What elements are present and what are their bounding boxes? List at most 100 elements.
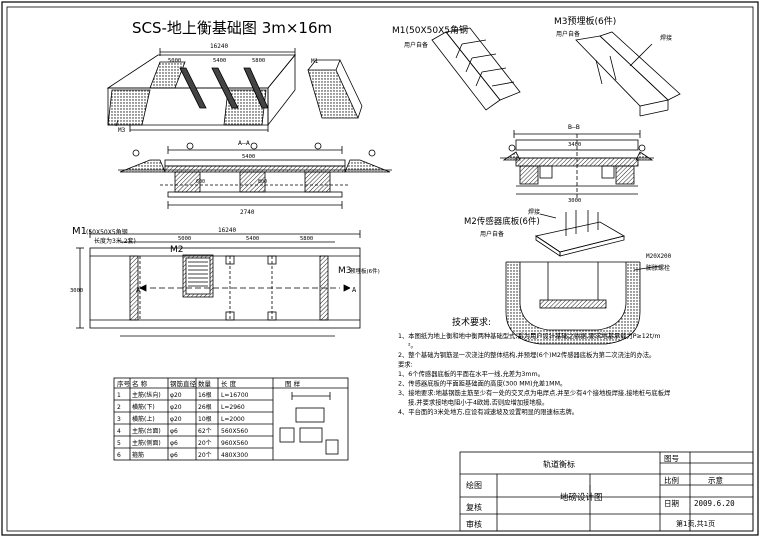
rebar-header-3: 数量 xyxy=(198,379,212,388)
m1-plan-label: M1 xyxy=(72,226,87,237)
rebar-cell-5-3: 20个 xyxy=(198,452,212,459)
dim-5400-iso: 5400 xyxy=(213,58,226,64)
dim-5000-iso: 5000 xyxy=(168,58,181,64)
section-aa-view xyxy=(118,142,392,209)
rebar-cell-0-4: L=16700 xyxy=(221,392,249,399)
rebar-cell-1-2: φ20 xyxy=(170,404,182,411)
title-label-scale: 比例 xyxy=(664,475,679,485)
rebar-cell-2-2: φ20 xyxy=(170,416,182,423)
rebar-cell-3-3: 62个 xyxy=(198,428,212,435)
m3-detail-label: M3预埋板(6件) xyxy=(554,15,616,27)
rebar-header-1: 名 称 xyxy=(132,379,148,388)
rebar-cell-1-3: 26根 xyxy=(198,403,212,411)
dim-3400-bb: 3400 xyxy=(568,142,581,148)
title-project: 轨道衡标 xyxy=(543,459,575,469)
rebar-cell-2-1: 横筋(上) xyxy=(132,415,155,423)
section-aa-label: A—A xyxy=(238,139,250,147)
m1-plan-spec: (50X50X5角钢 xyxy=(86,228,128,236)
inner-frame xyxy=(6,6,754,532)
dim-600-aa: 600 xyxy=(196,179,205,185)
tech-requirements: 1、本图纸为地上衡和地中衡两种基础型式,系为用户设计基础之依据,要求地基承载力P… xyxy=(398,331,671,416)
dim-5000-plan: 5000 xyxy=(178,236,191,242)
rebar-cell-4-3: 20个 xyxy=(198,440,212,447)
tech-line-3: 1、6个传感器底板的平面在水平一线,允差为3mm。 xyxy=(398,369,544,378)
dim-800-aa: 800 xyxy=(258,179,267,185)
dim-3000-plan: 3000 xyxy=(70,288,83,294)
hole-note: M20X200 xyxy=(646,253,672,260)
rebar-header-5: 图 样 xyxy=(285,379,301,388)
tech-line-2: 要求: xyxy=(398,360,413,369)
rebar-cell-5-1: 箍筋 xyxy=(132,451,144,459)
rebar-cell-2-0: 3 xyxy=(117,416,121,423)
m3-plan-label: M3 xyxy=(338,266,352,276)
tech-line-4: 2、传感器底板的平面距基础面的高度(300 MM)允差1MM。 xyxy=(398,379,566,388)
dim-overall-aa: 2740 xyxy=(240,209,255,216)
title-label-date: 日期 xyxy=(664,499,679,508)
m1-plan-note: 长度为3米,2套) xyxy=(94,237,136,245)
rebar-cell-2-4: L=2000 xyxy=(221,416,245,423)
dim-5800-iso: 5800 xyxy=(252,58,265,64)
anchor-section-view xyxy=(505,261,661,345)
m2-detail-note: 用户自备 xyxy=(480,230,504,238)
m3-plan-spec: 预埋板(6件) xyxy=(350,267,380,275)
title-date-value: 2009.6.20 xyxy=(694,499,735,508)
rebar-cell-0-2: φ20 xyxy=(170,392,182,399)
tech-line-0: 1、本图纸为地上衡和地中衡两种基础型式,系为用户设计基础之依据,要求地基承载力P… xyxy=(398,331,661,340)
rebar-header-0: 序号 xyxy=(117,379,131,388)
rebar-cell-3-2: φ6 xyxy=(170,428,178,435)
rebar-cell-5-4: 480X300 xyxy=(221,452,248,459)
weld-note-m2: 焊接 xyxy=(528,208,540,216)
m2-detail-view xyxy=(534,210,626,257)
rebar-cell-4-1: 主筋(侧面) xyxy=(132,439,161,447)
section-bb-view xyxy=(500,130,654,198)
title-row-draw: 绘图 xyxy=(466,480,482,490)
hole-note2: 膨胀螺栓 xyxy=(646,264,670,272)
rebar-header-4: 长 度 xyxy=(221,379,237,388)
rebar-cell-0-1: 主筋(纵向) xyxy=(132,391,161,399)
weld-note-top: 焊接 xyxy=(660,34,672,42)
marker-a-left: A xyxy=(136,286,141,294)
section-bb-label: B—B xyxy=(568,123,580,131)
m1-detail-view xyxy=(431,27,521,111)
tech-line-1: 2、整个基础为钢筋混一次浇注的整体结构,并预埋(6个)M2传感器底板为第二次浇注… xyxy=(398,350,655,359)
drawing-title: SCS-地上衡基础图 3m×16m xyxy=(132,19,332,37)
title-drawing-name: 地磅设计图 xyxy=(560,492,603,503)
title-sheet-value: 第1页,共1页 xyxy=(676,519,715,528)
rebar-cell-0-0: 1 xyxy=(117,392,121,399)
title-scale-value: 示意 xyxy=(708,475,723,485)
title-label-number: 图号 xyxy=(664,454,679,463)
rebar-cell-4-0: 5 xyxy=(117,440,121,447)
m2-detail-label: M2传感器底板(6件) xyxy=(464,216,540,227)
isometric-view xyxy=(106,48,296,132)
rebar-cell-1-0: 2 xyxy=(117,404,121,411)
m3-marker-iso: M3 xyxy=(118,127,126,134)
tech-title: 技术要求: xyxy=(452,316,491,328)
dim-5400-plan: 5400 xyxy=(246,236,259,242)
rebar-cell-0-3: 16根 xyxy=(198,391,212,399)
m2-plan-label: M2 xyxy=(170,245,184,255)
dim-5800-plan: 5800 xyxy=(300,236,313,242)
rebar-cell-5-0: 6 xyxy=(117,452,121,459)
rebar-cell-1-1: 横筋(下) xyxy=(132,403,155,411)
m3-detail-view xyxy=(575,31,681,117)
tech-line-5: 3、接地要求:地基钢筋主筋至少有一处的交叉点为电焊点,并至少有4个接地极焊接,接… xyxy=(398,388,671,397)
marker-a-right: A xyxy=(352,286,357,294)
rebar-cell-2-3: 10根 xyxy=(198,415,212,423)
title-block-grid xyxy=(459,451,754,532)
rebar-cell-4-2: φ6 xyxy=(170,440,178,447)
rebar-cell-4-4: 960X560 xyxy=(221,440,248,447)
plan-view xyxy=(76,230,361,337)
dim-5400-aa: 5400 xyxy=(242,154,255,160)
rebar-cell-3-1: 主筋(台面) xyxy=(132,427,161,435)
m1-angle-view xyxy=(307,59,363,119)
m1-detail-label: M1(50X50X5角钢 xyxy=(392,24,468,36)
title-row-check: 复核 xyxy=(466,502,482,512)
dim-3000-bb: 3000 xyxy=(568,198,581,204)
rebar-cell-5-2: φ6 xyxy=(170,452,178,459)
m3-detail-note: 用户自备 xyxy=(556,30,580,38)
tech-line-6: 4、平台面的3米处地方,应设有减速坡及设置明显的限速标志牌。 xyxy=(398,407,578,416)
